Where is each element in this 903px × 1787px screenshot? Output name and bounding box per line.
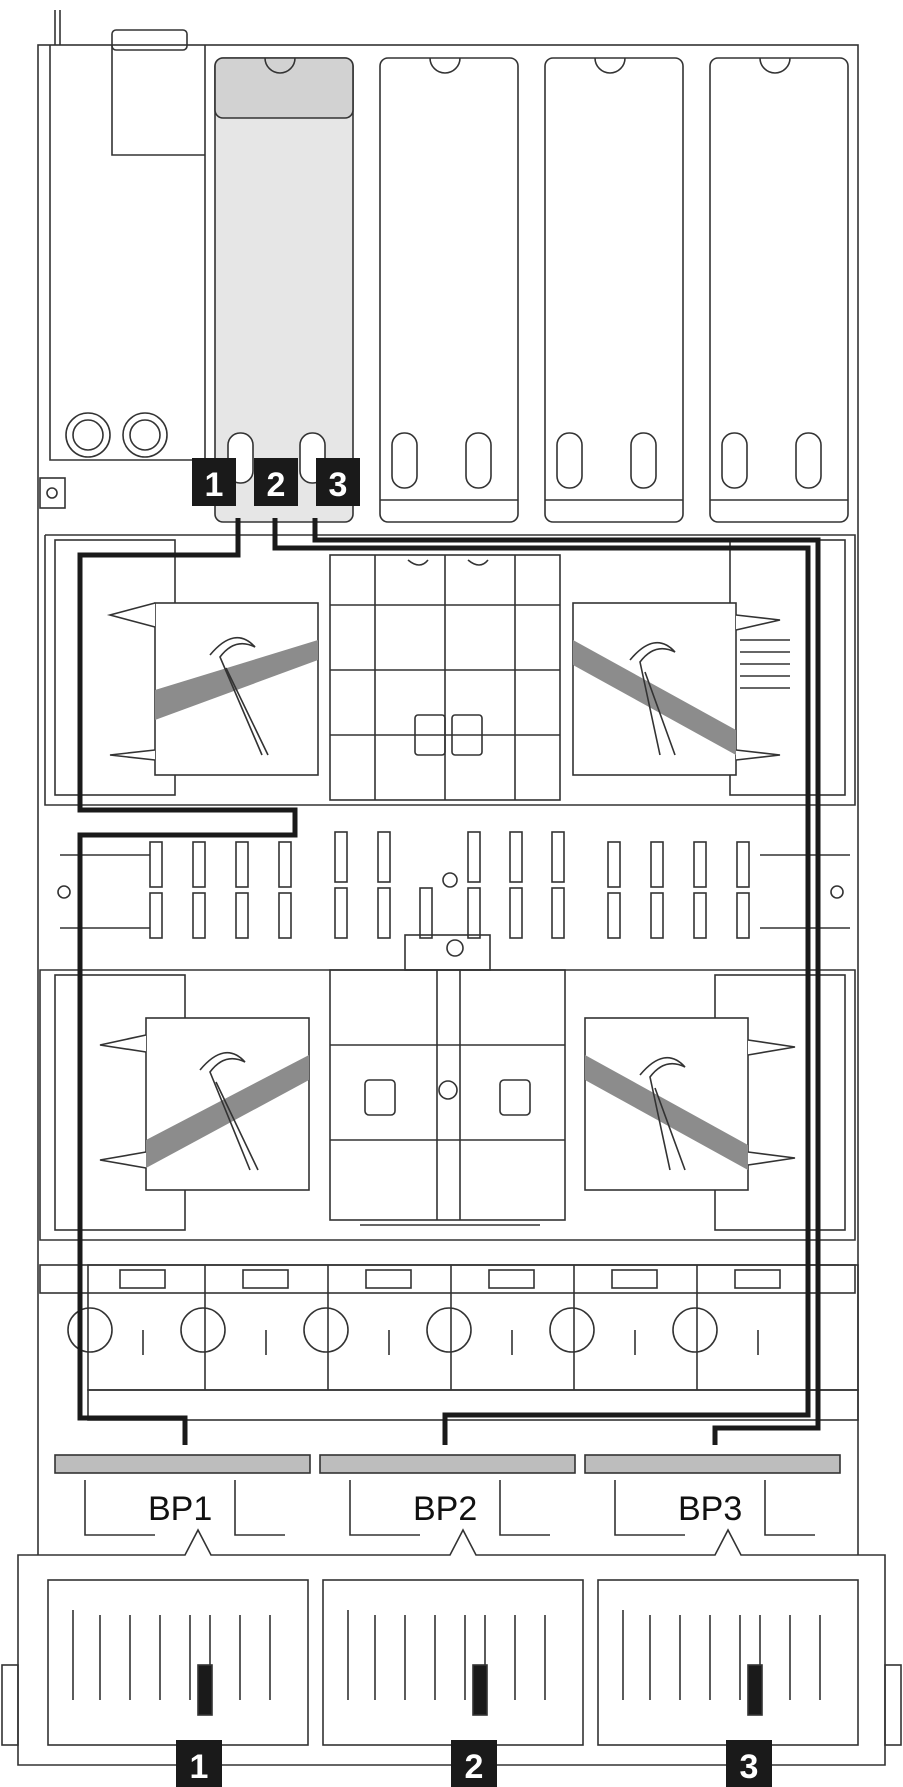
pcie-slot-2 — [379, 57, 519, 523]
backplane-labels: BP1 BP2 BP3 — [148, 1490, 742, 1528]
bp3-label: BP3 — [678, 1490, 742, 1528]
svg-text:1: 1 — [205, 466, 224, 504]
connector-callout-3: 3 — [316, 458, 360, 506]
memory-slots — [57, 831, 850, 939]
backplane-connectors — [54, 1454, 841, 1536]
connector-callout-1: 1 — [192, 458, 236, 506]
cable-2 — [272, 518, 811, 1445]
lower-processor-area — [39, 934, 856, 1241]
backplane-callout-2: 2 — [451, 1740, 497, 1787]
power-supply-area — [39, 29, 206, 509]
backplane-callout-1: 1 — [176, 1740, 222, 1787]
fan-bay — [39, 1264, 859, 1421]
svg-text:3: 3 — [740, 1748, 759, 1786]
heatsink-upper-left — [106, 602, 319, 776]
backplane-detail-panel — [1, 1528, 902, 1766]
bp1-label: BP1 — [148, 1490, 212, 1528]
connector-callout-2: 2 — [254, 458, 298, 506]
signal-cables — [77, 518, 821, 1445]
pcie-adapter-slot-1 — [214, 57, 354, 523]
bp2-bar — [319, 1454, 576, 1474]
bp1-bar — [54, 1454, 311, 1474]
backplane-callouts: 1 2 3 — [176, 1740, 772, 1787]
backplane-callout-3: 3 — [726, 1740, 772, 1787]
connector-callouts: 1 2 3 — [192, 458, 360, 506]
cable-1 — [77, 518, 298, 1445]
pcie-slot-3 — [544, 57, 684, 523]
heatsink-lower-right — [584, 1017, 796, 1191]
svg-text:3: 3 — [329, 466, 348, 504]
svg-text:2: 2 — [267, 466, 286, 504]
cable-3 — [312, 518, 821, 1445]
pcie-slot-4 — [709, 57, 849, 523]
bp3-bar — [584, 1454, 841, 1474]
heatsink-lower-left — [99, 1017, 310, 1191]
heatsink-upper-right — [572, 602, 781, 776]
svg-text:1: 1 — [190, 1748, 209, 1786]
bp2-label: BP2 — [413, 1490, 477, 1528]
svg-text:2: 2 — [465, 1748, 484, 1786]
